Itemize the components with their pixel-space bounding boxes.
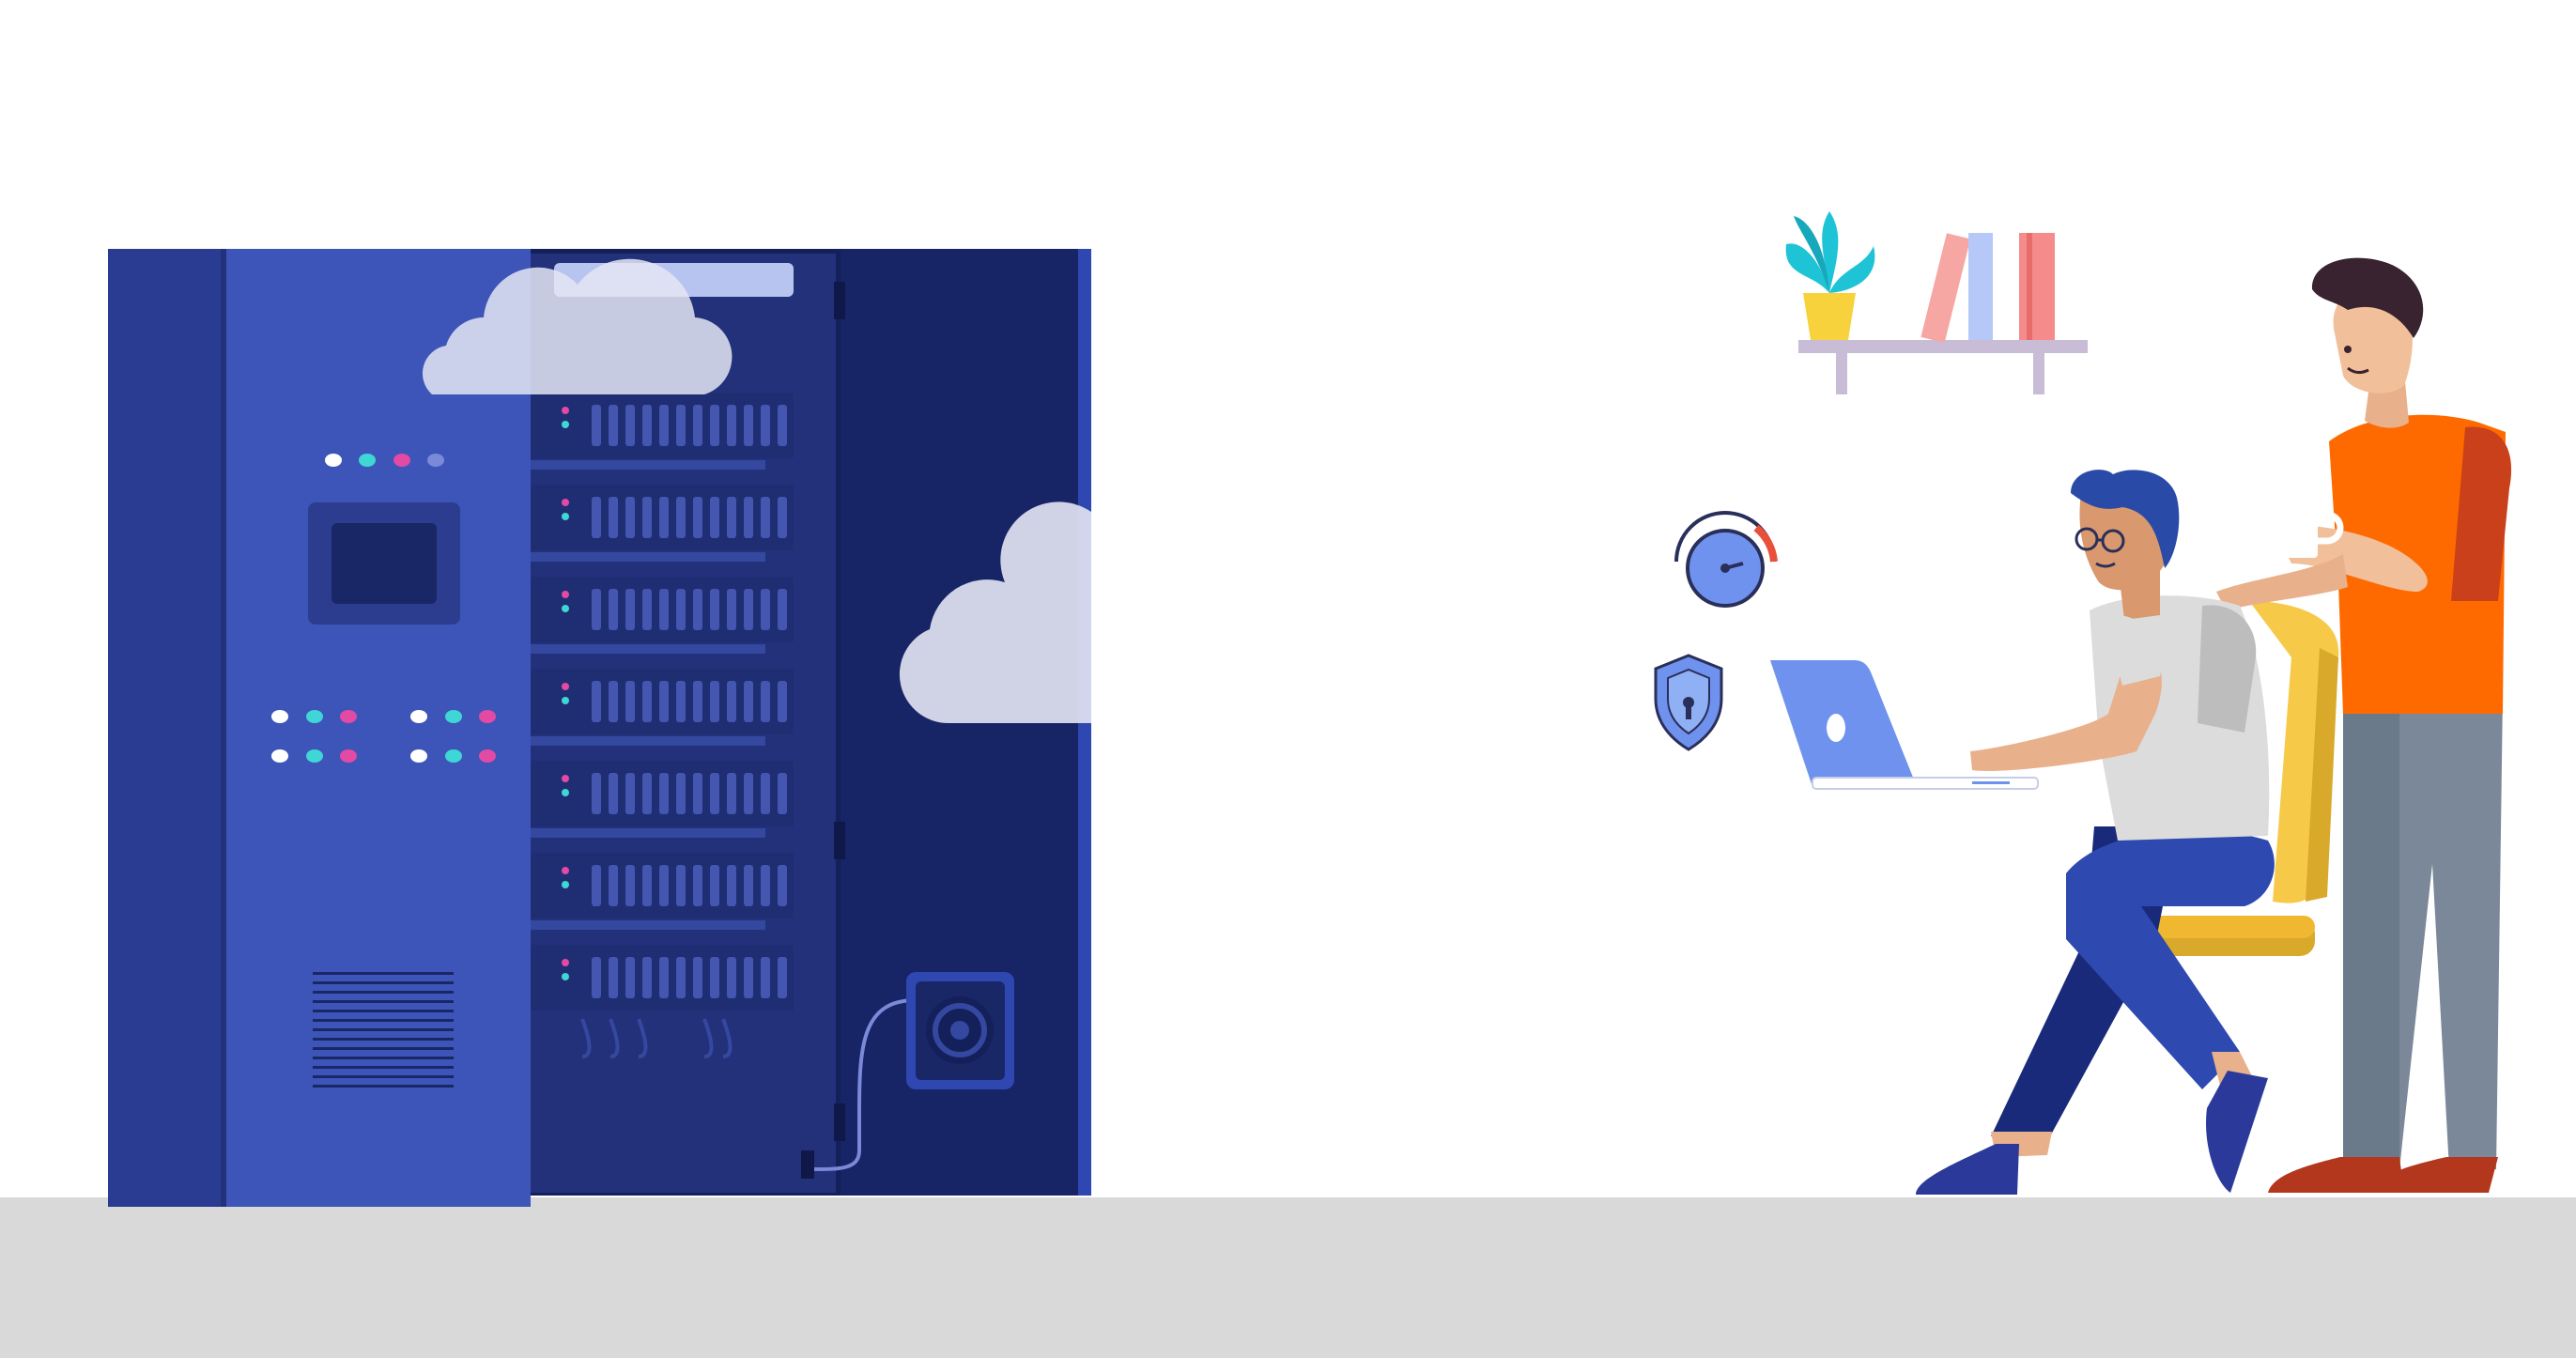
coffee-mug [2271, 505, 2344, 558]
gauge-icon [1674, 511, 1778, 608]
floor [0, 1197, 2576, 1358]
shoe [1916, 1144, 2019, 1195]
hair [2311, 257, 2424, 338]
door-hinge [801, 1150, 814, 1179]
server-unit [531, 853, 794, 930]
rack-display [308, 502, 460, 625]
door-hinge [834, 1103, 845, 1141]
book-icon [2019, 233, 2055, 340]
shoe [2371, 1157, 2498, 1193]
status-leds [325, 454, 444, 467]
server-unit [531, 761, 794, 838]
server-unit [531, 945, 794, 1011]
book-icon [1968, 233, 1993, 340]
server-units [531, 393, 794, 1011]
cloud-icon [899, 502, 1091, 724]
shoe [2206, 1071, 2268, 1193]
fan-icon [906, 972, 1014, 1089]
laptop [1770, 660, 2039, 790]
panel-seam [221, 249, 226, 1207]
cloud-icon [422, 258, 733, 394]
door-hinge [834, 822, 845, 859]
cable-bundle [580, 1018, 733, 1058]
hair [2071, 470, 2180, 568]
server-unit [531, 669, 794, 746]
led-grid [271, 710, 496, 763]
shoe [2268, 1157, 2404, 1193]
standing-man [2216, 257, 2512, 1193]
plant-icon [1785, 211, 1875, 340]
wall-shelf [1785, 211, 2088, 394]
jeans [2066, 830, 2275, 1089]
server-unit [531, 577, 794, 654]
rack-vent [313, 972, 454, 1088]
office-chair [2136, 601, 2339, 956]
server-rack [108, 249, 1091, 1207]
server-unit [531, 393, 794, 470]
book-spine [2027, 233, 2032, 340]
glasses [2075, 527, 2125, 553]
rack-side-panel [108, 249, 230, 1207]
shield-lock-icon [1654, 654, 1723, 751]
door-hinge [834, 282, 845, 319]
book-icon [1920, 233, 1971, 344]
server-unit [531, 485, 794, 562]
seated-man [1916, 470, 2275, 1195]
power-cable [811, 998, 917, 1171]
